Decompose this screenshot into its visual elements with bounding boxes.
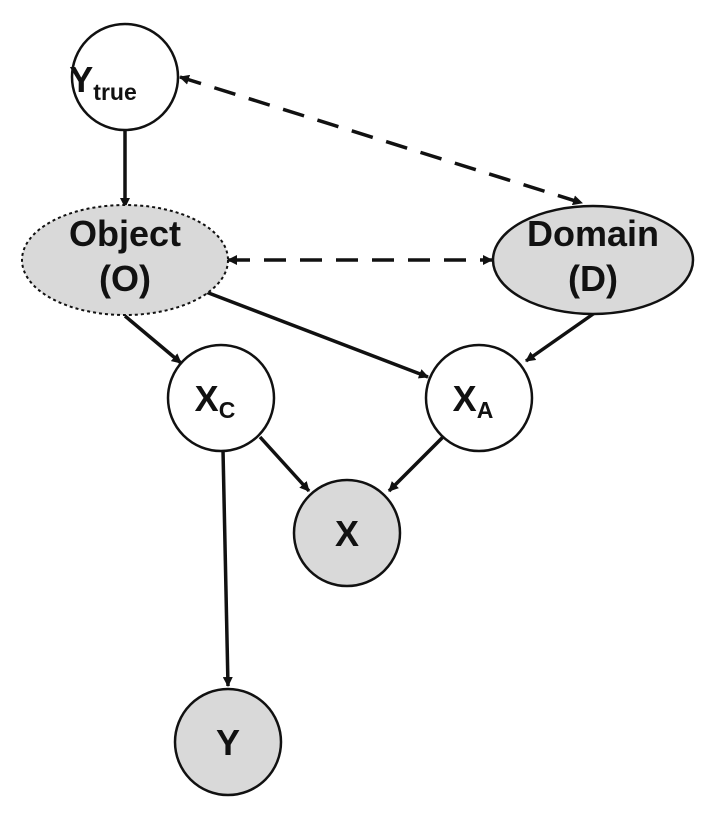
node-object: Object (O) — [21, 204, 229, 316]
edge-xc-to-x — [258, 435, 311, 493]
edge-ytrue-domain-dashed — [179, 74, 583, 206]
edges — [120, 74, 598, 687]
node-ytrue-label: Ytrue — [69, 59, 136, 105]
node-x: X — [292, 478, 402, 588]
node-domain-label-line1: Domain — [527, 213, 659, 254]
node-xa-label: XA — [453, 378, 494, 423]
node-object-label-line2: (O) — [99, 258, 151, 299]
edge-xc-to-y — [221, 449, 233, 687]
edge-domain-to-xa — [524, 310, 598, 363]
edge-xa-to-x — [387, 435, 445, 493]
edge-object-to-xc — [123, 314, 183, 365]
node-xc: XC — [166, 343, 276, 453]
node-y: Y — [173, 687, 283, 797]
node-object-label-line1: Object — [69, 213, 181, 254]
edge-object-to-xa — [205, 290, 429, 379]
node-domain-label-line2: (D) — [568, 258, 618, 299]
node-x-label: X — [335, 513, 359, 554]
node-y-label: Y — [216, 722, 240, 763]
node-xa: XA — [424, 343, 534, 453]
node-xc-label: XC — [195, 378, 236, 423]
node-domain: Domain (D) — [491, 204, 695, 316]
node-ytrue: Ytrue — [69, 22, 180, 132]
